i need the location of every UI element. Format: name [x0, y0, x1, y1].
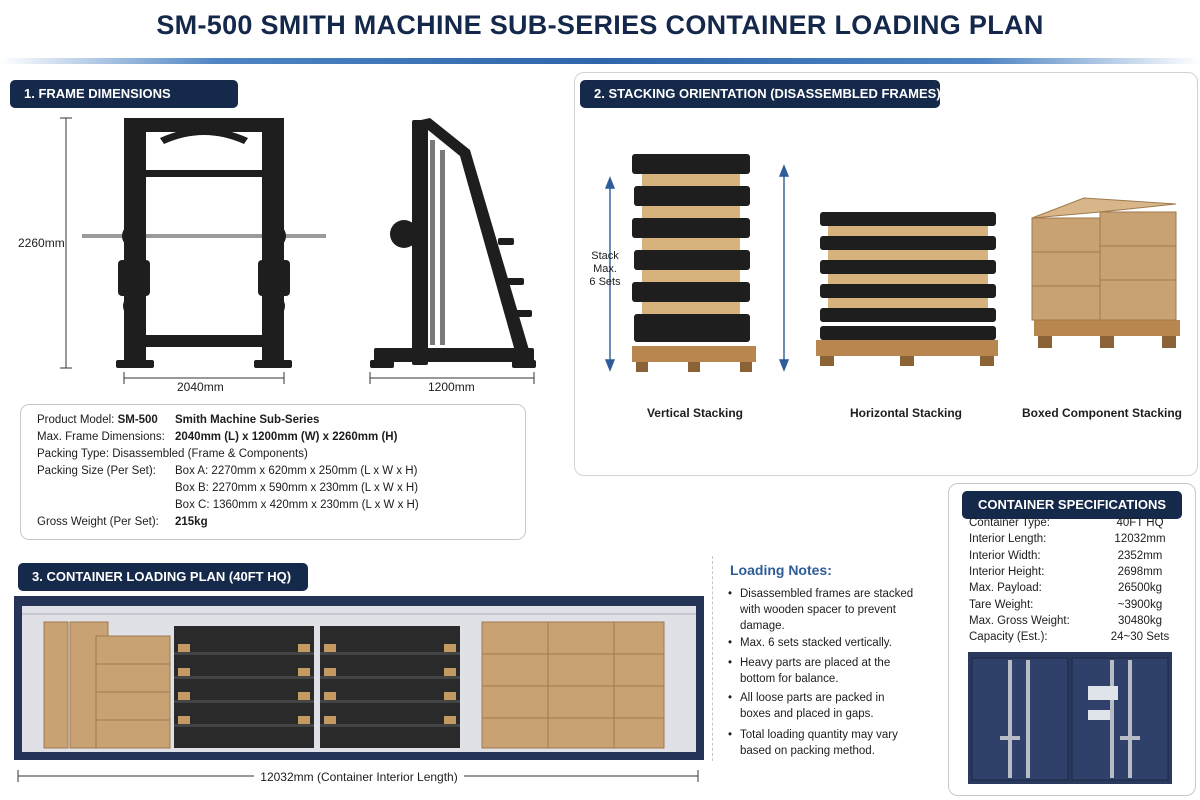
spec-value: ~3900kg	[1117, 598, 1163, 611]
loading-note-text: All loose parts are packed in boxes and …	[740, 692, 885, 720]
spec-value: 2698mm	[1117, 565, 1163, 578]
spec-key: Container Type:	[969, 517, 1050, 529]
horizontal-stack	[816, 212, 998, 366]
container-doors-illustration	[968, 652, 1172, 784]
boxed-components	[1031, 197, 1180, 348]
bullet-icon: •	[728, 637, 733, 649]
stack-height-arrow	[604, 164, 790, 372]
loading-note-text: Max. 6 sets stacked vertically.	[740, 637, 892, 649]
bullet-icon: •	[728, 729, 733, 741]
loading-note-text: Heavy parts are placed at the bottom for…	[740, 657, 891, 685]
box-a: Box A: 2270mm x 620mm x 250mm (L x W x H…	[175, 465, 418, 477]
container-loading-illustration	[14, 596, 704, 782]
frame-drawings	[60, 117, 536, 384]
gross-weight-label: Gross Weight (Per Set):	[37, 516, 159, 528]
stack-max-note: Stack Max. 6 Sets	[580, 250, 630, 289]
spec-value: 40FT HQ	[1116, 517, 1164, 529]
spec-key: Capacity (Est.):	[969, 631, 1048, 644]
model-value: SM-500	[117, 414, 158, 426]
model-label: Product Model:	[37, 414, 115, 426]
bullet-icon: •	[728, 692, 733, 704]
left-cartons	[43, 621, 171, 749]
loading-note-text: Total loading quantity may vary based on…	[740, 729, 898, 757]
height-label: 2260mm	[18, 236, 65, 250]
spec-key: Max. Payload:	[969, 582, 1042, 595]
depth-label: 1200mm	[428, 380, 475, 394]
loading-note: • Max. 6 sets stacked vertically.	[728, 635, 918, 651]
title-rule	[0, 58, 1200, 64]
loading-notes-title: Loading Notes:	[730, 562, 832, 578]
container-length-label: 12032mm (Container Interior Length)	[14, 770, 704, 784]
loading-note: • Disassembled frames are stacked with wo…	[728, 586, 918, 634]
bullet-icon: •	[728, 588, 733, 600]
width-dimension-arrow	[123, 372, 285, 384]
barbell	[82, 234, 326, 238]
product-info-box: Product Model: SM-500 Smith Machine Sub-…	[20, 404, 526, 540]
boxed-stacking-caption: Boxed Component Stacking	[1021, 406, 1182, 420]
loading-note: • All loose parts are packed in boxes and…	[728, 690, 918, 722]
side-view-machine	[370, 118, 536, 368]
frame-stacks	[174, 626, 460, 748]
vertical-stack	[632, 154, 756, 372]
section-stacking-badge: 2. STACKING ORIENTATION (DISASSEMBLED FR…	[580, 80, 941, 108]
vertical-stacking-caption: Vertical Stacking	[646, 406, 744, 420]
loading-note-text: Disassembled frames are stacked with woo…	[740, 588, 914, 632]
stacking-illustrations	[604, 154, 1180, 372]
spec-key: Tare Weight:	[969, 598, 1034, 611]
page-title: SM-500 SMITH MACHINE SUB-SERIES CONTAINE…	[156, 10, 1044, 40]
container-length-text: 12032mm (Container Interior Length)	[254, 770, 464, 784]
spec-value: 30480kg	[1117, 614, 1163, 627]
depth-dimension-arrow	[369, 372, 535, 384]
stack-note-line-1: Stack	[591, 250, 619, 262]
series-name: Smith Machine Sub-Series	[175, 414, 320, 426]
box-b: Box B: 2270mm x 590mm x 230mm (L x W x H…	[175, 482, 419, 494]
notes-divider	[712, 556, 713, 761]
packing-size-label: Packing Size (Per Set):	[37, 465, 156, 477]
right-cartons	[481, 621, 665, 749]
spec-key: Interior Width:	[969, 549, 1041, 562]
section-frame-badge: 1. FRAME DIMENSIONS	[10, 80, 238, 108]
max-dim-label: Max. Frame Dimensions:	[37, 431, 165, 443]
gross-weight-value: 215kg	[175, 516, 208, 528]
width-label: 2040mm	[177, 380, 224, 394]
horizontal-stacking-caption: Horizontal Stacking	[849, 406, 962, 420]
spec-value: 26500kg	[1117, 582, 1163, 595]
packing-type: Packing Type: Disassembled (Frame & Comp…	[37, 448, 308, 460]
bullet-icon: •	[728, 657, 733, 669]
stack-note-line-3: 6 Sets	[589, 276, 621, 288]
max-dim-value: 2040mm (L) x 1200mm (W) x 2260mm (H)	[175, 431, 398, 443]
stack-note-line-2: Max.	[593, 263, 617, 275]
section-loading-badge: 3. CONTAINER LOADING PLAN (40FT HQ)	[18, 563, 308, 591]
loading-note: • Total loading quantity may vary based o…	[728, 727, 918, 759]
spec-value: 2352mm	[1117, 549, 1163, 562]
spec-key: Max. Gross Weight:	[969, 614, 1070, 627]
section-specs-badge: CONTAINER SPECIFICATIONS	[962, 491, 1182, 519]
model-row: Product Model: SM-500	[37, 414, 158, 426]
spec-key: Interior Height:	[969, 565, 1045, 578]
box-c: Box C: 1360mm x 420mm x 230mm (L x W x H…	[175, 499, 419, 511]
loading-note: • Heavy parts are placed at the bottom fo…	[728, 655, 918, 687]
spec-value: 12032mm	[1114, 533, 1166, 546]
spec-key: Interior Length:	[969, 533, 1047, 546]
front-view-machine	[116, 118, 292, 368]
spec-value: 24~30 Sets	[1110, 631, 1170, 644]
height-dimension-arrow	[60, 117, 72, 369]
